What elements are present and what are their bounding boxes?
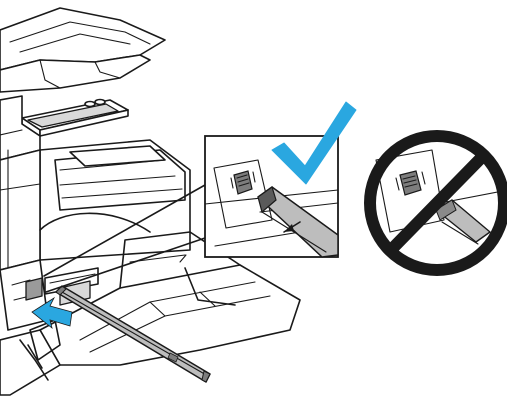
prohibited-inset	[363, 129, 507, 277]
control-panel	[22, 100, 128, 137]
document-feeder	[0, 8, 165, 92]
